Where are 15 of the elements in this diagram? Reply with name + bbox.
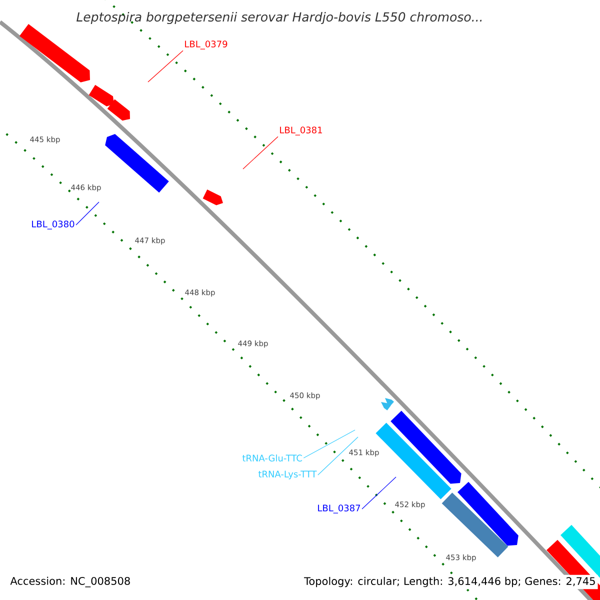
gene-label: tRNA-Glu-TTC xyxy=(242,454,302,462)
leader-line xyxy=(242,136,278,170)
accession-text: Accession: NC_008508 xyxy=(10,576,130,588)
leader-line xyxy=(303,430,356,458)
gene-label: tRNA-Lys-TTT xyxy=(258,470,317,480)
title: Leptospira borgpetersenii serovar Hardjo-bovis L550 chromoso... xyxy=(76,12,482,24)
leader-line xyxy=(148,50,184,82)
leader-line xyxy=(362,476,396,510)
gene-label: LBL_0379 xyxy=(185,40,228,50)
leader-line xyxy=(318,436,358,476)
leader-line xyxy=(76,202,100,226)
gene-label: LBL_0381 xyxy=(280,126,322,136)
summary-text: Topology: circular; Length: 3,614,446 bp; Genes: 2,745 xyxy=(302,574,598,590)
gene-label: LBL_0387 xyxy=(318,504,360,514)
gene-label: LBL_0380 xyxy=(32,220,74,230)
